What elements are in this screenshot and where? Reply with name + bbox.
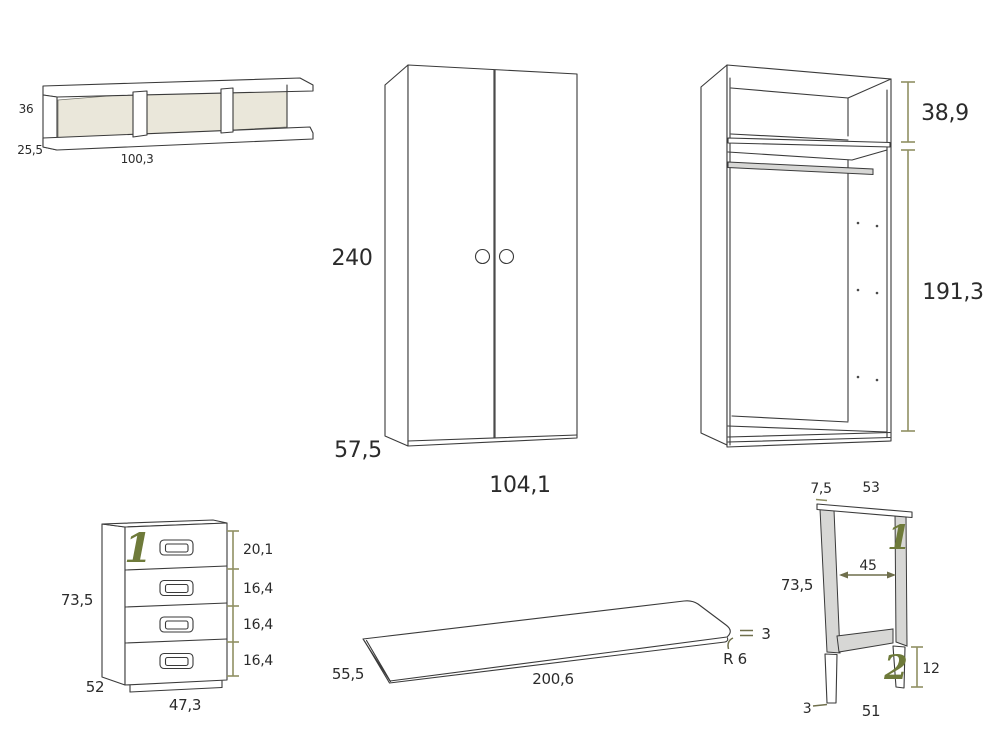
glide-tick [812, 703, 828, 707]
shelf-divider [220, 87, 234, 134]
wardrobe-interior-view: 38,9 191,3 [700, 64, 984, 448]
wardrobe-front-face [407, 64, 578, 447]
shelf-bottom-board [42, 126, 314, 151]
bottom-span-label: 51 [862, 702, 881, 720]
drawer-plinth [129, 680, 223, 693]
desk-top-board: 55,5 200,6 3 R 6 [332, 600, 771, 688]
drawer-handle-inner [164, 583, 189, 594]
shelf-divider [132, 90, 148, 138]
shelf-back-panel [146, 88, 222, 135]
door-knob [498, 248, 515, 265]
board-depth-label: 55,5 [332, 665, 364, 683]
interior-shelf [727, 137, 891, 148]
board-radius-label: R 6 [723, 650, 747, 668]
leg-top-rail [816, 503, 913, 519]
leg-marker-lower: 2 [883, 648, 908, 688]
drawer-handles [159, 539, 194, 670]
drawer-handle-inner [164, 620, 189, 630]
thickness-indicator [740, 629, 753, 637]
foot-height-dimension [911, 646, 923, 688]
drawer-heights-dimension [227, 530, 239, 677]
shelf-height-label: 36 [19, 102, 34, 116]
upper-compartment-label: 38,9 [921, 101, 969, 126]
top-length-label: 53 [862, 480, 879, 496]
leg-marker-upper: 1 [887, 518, 911, 558]
wardrobe-height-label: 240 [331, 246, 372, 271]
drawer1-height-label: 20,1 [243, 542, 273, 558]
drawer-handle-inner [164, 543, 189, 553]
interior-construction-lines [727, 77, 892, 446]
board-length-label: 200,6 [532, 670, 573, 688]
drawer-handle-inner [164, 656, 189, 667]
hanging-rail [727, 161, 874, 176]
board-thickness-label: 3 [761, 625, 770, 643]
shelf-width-label: 100,3 [121, 152, 154, 166]
desk-leg-frame: 7,5 53 45 73,5 1 2 12 3 51 [781, 480, 940, 720]
upper-compartment-dimension [901, 81, 915, 143]
top-depth-tick [815, 498, 828, 502]
door-knob [474, 248, 491, 265]
rear-leg [819, 508, 841, 654]
drawer-front-face [124, 522, 228, 686]
inner-span-arrow [839, 571, 896, 579]
drawer-unit-marker: 1 [124, 525, 152, 572]
front-foot [892, 645, 906, 689]
wardrobe-front-view: 240 57,5 104,1 [331, 64, 578, 498]
hanging-space-dimension [901, 149, 915, 432]
foot-height-label: 12 [922, 661, 939, 677]
drawer-side-panel [101, 523, 126, 686]
hanging-space-label: 191,3 [922, 280, 983, 305]
drawer-unit-width-label: 47,3 [169, 696, 201, 714]
drawer4-height-label: 16,4 [243, 653, 273, 669]
radius-leader [727, 637, 734, 650]
interior-carcass [726, 64, 892, 448]
interior-side-panel [700, 64, 728, 446]
drawer3-height-label: 16,4 [243, 617, 273, 633]
drawer-unit: 1 20,1 16,4 16,4 16,4 73,5 52 47,3 [61, 519, 274, 714]
board-thickness-lines [363, 637, 729, 684]
wall-shelf: 36 25,5 100,3 [17, 77, 314, 166]
drawer2-height-label: 16,4 [243, 581, 273, 597]
shelf-depth-label: 25,5 [17, 143, 43, 157]
door-bottom-edge [407, 434, 578, 442]
leg-stretcher [836, 628, 894, 653]
drawer-divider-lines [124, 565, 228, 644]
drawer-unit-height-label: 73,5 [61, 591, 93, 609]
wardrobe-depth-label: 57,5 [334, 438, 382, 463]
glide-height-label: 3 [803, 701, 812, 717]
shelf-peg-holes [856, 221, 879, 382]
board-top-face [362, 600, 731, 682]
inner-span-label: 45 [859, 558, 876, 574]
wardrobe-width-label: 104,1 [489, 473, 550, 498]
leg-height-label: 73,5 [781, 576, 813, 594]
top-depth-label: 7,5 [810, 481, 831, 497]
rear-foot [824, 653, 838, 704]
wardrobe-side-panel [384, 64, 409, 447]
drawer-unit-depth-label: 52 [86, 678, 105, 696]
